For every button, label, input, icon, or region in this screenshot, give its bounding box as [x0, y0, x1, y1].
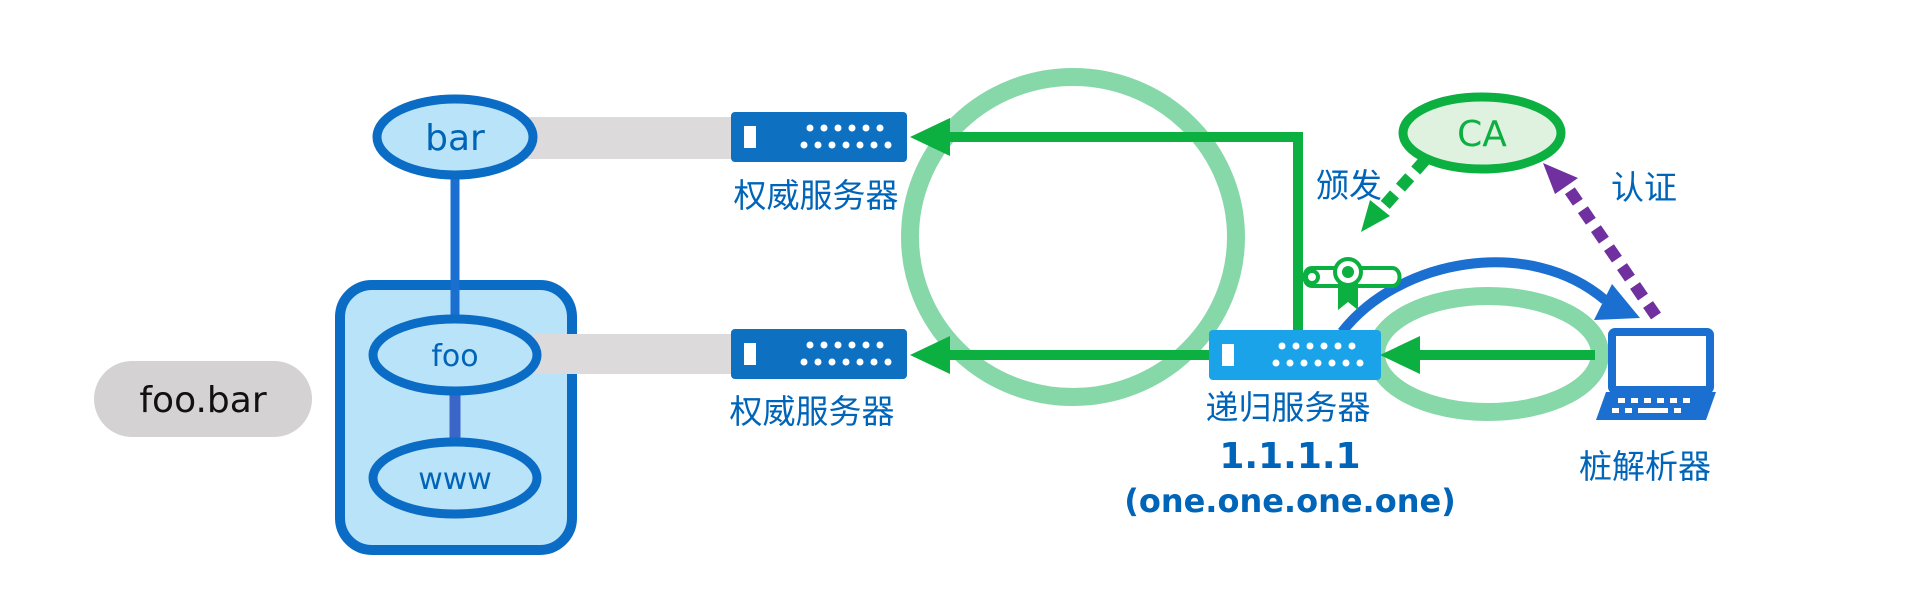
blue-curved-arrow	[1338, 257, 1609, 336]
auth-label: 认证	[1611, 168, 1677, 207]
auth-arrowhead	[1543, 163, 1578, 194]
arrow-recursive-to-auth-top	[940, 132, 1303, 334]
issue-dotted-arrow	[1373, 156, 1430, 217]
node-bar: bar	[372, 94, 538, 180]
recursive-server	[1209, 330, 1381, 380]
ca-node: CA	[1398, 92, 1566, 174]
laptop-icon	[1596, 328, 1716, 420]
connector-bar-bottom	[533, 334, 733, 374]
recursive-server-label: 递归服务器	[1206, 388, 1371, 427]
recursive-server-ip: 1.1.1.1	[1219, 436, 1360, 477]
issue-arrowhead	[1361, 200, 1390, 232]
auth-dotted-arrow	[1563, 184, 1661, 320]
node-foo-label: foo	[431, 339, 478, 374]
node-bar-label: bar	[425, 118, 485, 159]
node-foo: foo	[368, 314, 542, 396]
blue-curved-arrowhead	[1594, 284, 1640, 320]
issue-label: 颁发	[1316, 166, 1382, 205]
auth-server-bottom-label: 权威服务器	[730, 392, 895, 431]
connector-bar-top	[522, 117, 734, 159]
arrowhead-recursive	[1380, 336, 1420, 374]
stub-resolver-label: 桩解析器	[1579, 447, 1711, 486]
auth-server-top	[731, 112, 907, 162]
recursive-server-domain: (one.one.one.one)	[1124, 482, 1456, 520]
domain-pill-label: foo.bar	[139, 380, 266, 421]
auth-server-top-label: 权威服务器	[734, 176, 899, 215]
arrowhead-auth-top	[910, 118, 950, 156]
arrowhead-auth-bottom	[910, 336, 950, 374]
certificate-icon	[1302, 257, 1402, 310]
node-www-label: www	[418, 462, 492, 497]
node-www: www	[368, 437, 542, 519]
privacy-ring-large	[901, 68, 1245, 406]
ca-label: CA	[1457, 114, 1507, 155]
domain-pill: foo.bar	[94, 361, 312, 437]
query-arrows	[910, 118, 1595, 374]
auth-server-bottom	[731, 329, 907, 379]
